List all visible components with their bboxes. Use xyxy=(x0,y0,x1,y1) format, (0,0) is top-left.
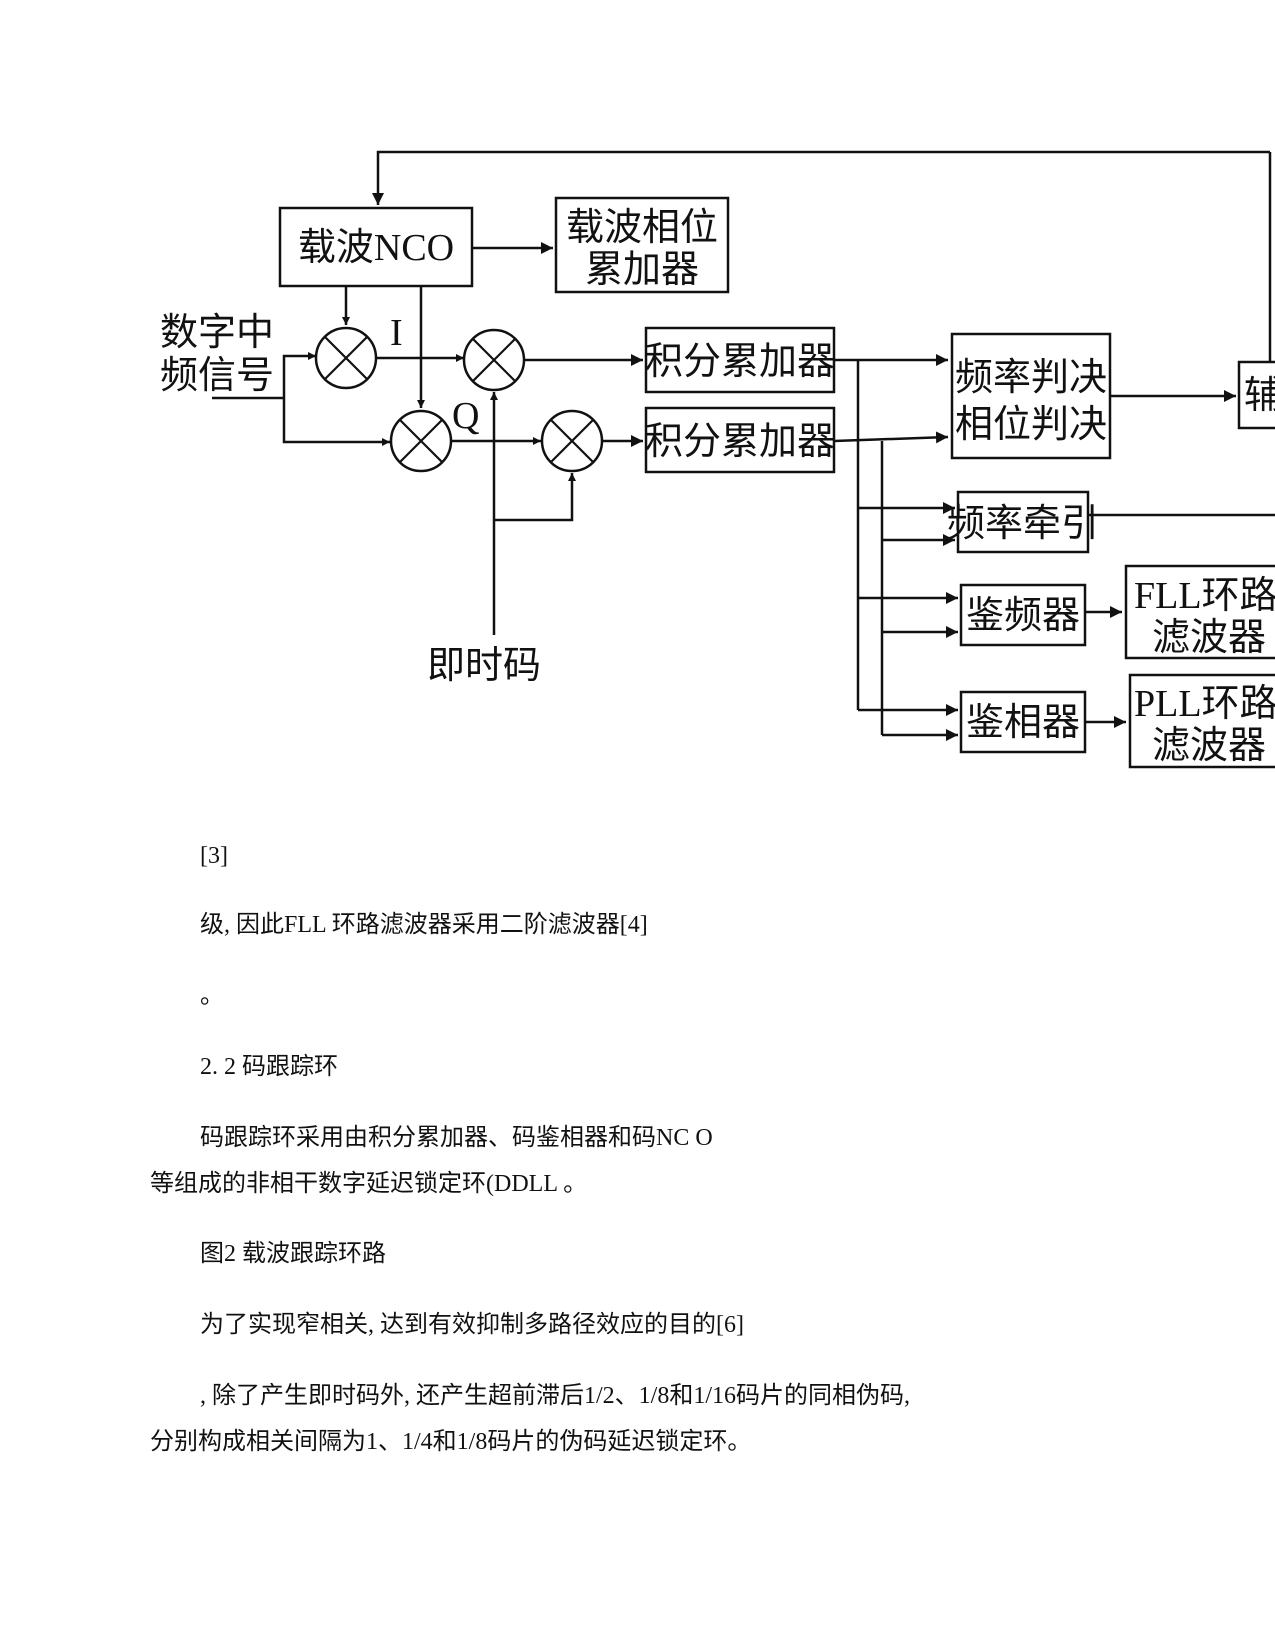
carrier-phase-accumulator-block xyxy=(554,196,730,294)
decision-label-line1: 频率判决 xyxy=(955,357,1107,399)
input-signal-label-line1: 数字中 xyxy=(160,312,274,354)
carrier-nco-label: 载波NCO xyxy=(298,227,454,269)
paragraph-citation-3: [3] xyxy=(200,843,228,869)
freq-pull-in-block xyxy=(956,490,1090,554)
carrier-nco-block xyxy=(278,206,474,288)
section-heading-code-tracking-loop: 2. 2 码跟踪环 xyxy=(200,1054,338,1080)
mixer-i xyxy=(314,326,378,390)
carrier-tracking-loop-diagram: 载波NCO 载波相位 累加器 数字中 频信号 I Q xyxy=(0,0,1275,790)
mixer-q-prompt xyxy=(540,409,604,473)
paragraph-period: 。 xyxy=(200,983,224,1009)
paragraph-prompt-code-line1: , 除了产生即时码外, 还产生超前滞后1/2、1/8和1/16码片的同相伪码, xyxy=(200,1383,911,1409)
integrate-dump-i-block xyxy=(644,326,836,394)
clipped-right-block xyxy=(1237,360,1275,430)
q-branch-label: Q xyxy=(452,395,479,437)
pll-filter-label-line2: 滤波器 xyxy=(1152,725,1266,767)
decision-label-line2: 相位判决 xyxy=(955,404,1107,446)
paragraph-fll-filter: 级, 因此FLL 环路滤波器采用二阶滤波器[4] xyxy=(200,912,648,938)
paragraph-narrow-correlation: 为了实现窄相关, 达到有效抑制多路径效应的目的[6] xyxy=(200,1312,744,1338)
fll-filter-block xyxy=(1124,564,1275,660)
fll-filter-label-line1: FLL环路 xyxy=(1134,575,1275,617)
mixer-q xyxy=(389,409,453,473)
carrier-phase-accumulator-label-line1: 载波相位 xyxy=(566,207,718,249)
freq-discriminator-label: 鉴频器 xyxy=(966,595,1080,637)
pll-filter-block xyxy=(1128,673,1275,769)
prompt-code-label: 即时码 xyxy=(427,645,541,687)
i-branch-label: I xyxy=(390,312,403,354)
pll-filter-label-line1: PLL环路 xyxy=(1134,683,1275,725)
paragraph-code-loop-line1: 码跟踪环采用由积分累加器、码鉴相器和码NC O xyxy=(200,1125,713,1151)
freq-pull-in-label: 频率牵引 xyxy=(947,503,1099,545)
phase-discriminator-block xyxy=(959,690,1087,754)
clipped-right-label: 辅 xyxy=(1244,375,1275,417)
carrier-phase-accumulator-label-line2: 累加器 xyxy=(585,249,699,291)
freq-discriminator-block xyxy=(959,583,1087,647)
fll-filter-label-line2: 滤波器 xyxy=(1152,617,1266,659)
integrate-dump-i-label: 积分累加器 xyxy=(645,341,835,383)
mixer-i-prompt xyxy=(462,328,526,392)
input-signal-label-line2: 频信号 xyxy=(160,355,274,397)
paragraph-prompt-code-line2: 分别构成相关间隔为1、1/4和1/8码片的伪码延迟锁定环。 xyxy=(150,1429,752,1455)
figure-caption: 图2 载波跟踪环路 xyxy=(200,1241,386,1267)
integrate-dump-q-label: 积分累加器 xyxy=(645,421,835,463)
phase-discriminator-label: 鉴相器 xyxy=(966,702,1080,744)
paragraph-code-loop-line2: 等组成的非相干数字延迟锁定环(DDLL 。 xyxy=(150,1171,588,1197)
